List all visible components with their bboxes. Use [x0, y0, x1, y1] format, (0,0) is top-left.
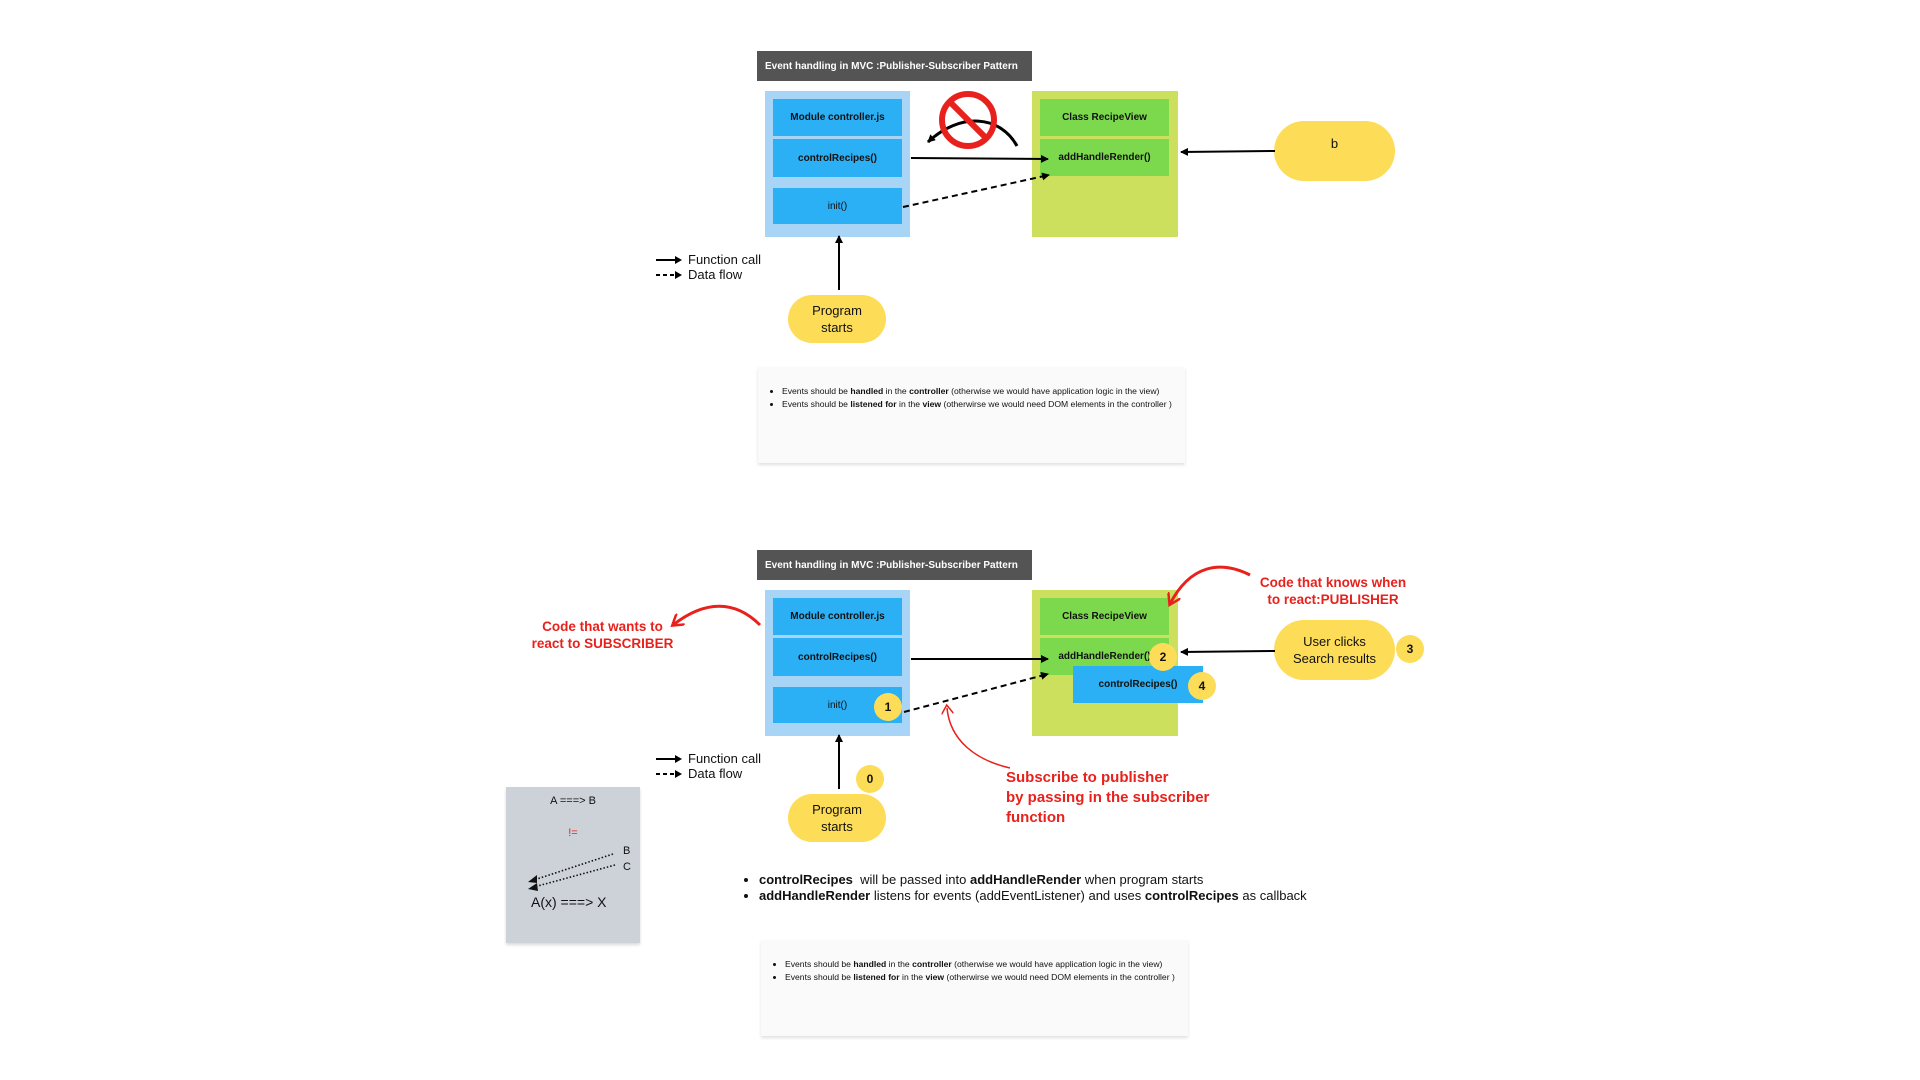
gray-card-c: C: [623, 861, 631, 873]
top-legend-data-flow: Data flow: [655, 267, 742, 282]
subscribe-label: Subscribe to publisher by passing in the…: [1006, 769, 1210, 826]
badge-4: 4: [1188, 672, 1216, 700]
top-init-box: init(): [773, 188, 902, 224]
top-note-line1: Events should be handled in the controll…: [782, 385, 1177, 398]
subscriber-label: Code that wants to react to SUBSCRIBER: [531, 619, 674, 651]
top-control-recipes-box: controlRecipes(): [773, 139, 902, 177]
bottom-program-starts-label: Program starts: [812, 802, 862, 834]
gray-card-bottom: A(x) ===> X: [531, 894, 607, 910]
top-legend-data-flow-label: Data flow: [688, 267, 743, 282]
dashed-arrow-icon: [656, 769, 682, 778]
bottom-note-line1: Events should be handled in the controll…: [785, 958, 1180, 971]
publisher-red-arrow: [1170, 565, 1251, 604]
bottom-user-clicks-label: User clicks Search results: [1292, 634, 1377, 666]
publisher-label: Code that knows when to react:PUBLISHER: [1259, 575, 1407, 607]
top-title-bar: Event handling in MVC :Publisher-Subscri…: [757, 51, 1032, 81]
top-pill-b-label: b: [1330, 136, 1339, 151]
bottom-callback-box: controlRecipes(): [1073, 666, 1203, 703]
bottom-explanation-bullets: controlRecipes will be passed into addHa…: [745, 872, 1345, 904]
top-program-starts-label: Program starts: [812, 303, 862, 335]
top-addhandlerender-box: addHandleRender(): [1040, 139, 1169, 176]
top-back-arrow: [926, 119, 1019, 147]
bottom-note-line2: Events should be listened for in the vie…: [785, 971, 1180, 984]
bottom-program-starts-pill: Program starts: [788, 794, 886, 842]
bottom-title-bar: Event handling in MVC :Publisher-Subscri…: [757, 550, 1032, 580]
top-note-line2: Events should be listened for in the vie…: [782, 398, 1177, 411]
top-legend-function-call-label: Function call: [688, 252, 761, 267]
badge-1: 1: [874, 693, 902, 721]
bottom-user-clicks-pill: User clicks Search results: [1274, 620, 1395, 680]
top-note-card: Events should be handled in the controll…: [758, 367, 1185, 463]
gray-card-dotted-arrows: [528, 853, 616, 891]
top-program-starts-pill: Program starts: [788, 295, 886, 343]
bottom-legend-data-flow-label: Data flow: [688, 766, 743, 781]
top-event-arrow: [1180, 147, 1276, 156]
top-pill-b: b: [1274, 121, 1395, 181]
bottom-legend-data-flow: Data flow: [655, 766, 742, 781]
no-entry-icon: [939, 91, 997, 149]
gray-card-neq: !=: [568, 827, 578, 839]
solid-arrow-icon: [656, 255, 682, 264]
gray-analogy-card: A ===> B != B C A(x) ===> X: [506, 787, 640, 943]
top-recipeview-box: Class RecipeView: [1040, 99, 1169, 136]
subscribe-red-arrow: [947, 708, 1011, 769]
bottom-module-box: Module controller.js: [773, 598, 902, 635]
bottom-event-arrow: [1180, 647, 1276, 656]
dashed-arrow-icon: [656, 270, 682, 279]
top-title: Event handling in MVC :Publisher-Subscri…: [765, 60, 1018, 72]
subscriber-red-arrow: [673, 604, 762, 625]
bottom-note-card: Events should be handled in the controll…: [761, 940, 1188, 1036]
bottom-legend-function-call-label: Function call: [688, 751, 761, 766]
bottom-legend-function-call: Function call: [655, 751, 761, 766]
top-module-box: Module controller.js: [773, 99, 902, 136]
bottom-title: Event handling in MVC :Publisher-Subscri…: [765, 559, 1018, 571]
bottom-dataflow-arrow: [903, 671, 1049, 713]
gray-card-top: A ===> B: [550, 795, 596, 807]
top-legend-function-call: Function call: [655, 252, 761, 267]
badge-0: 0: [856, 765, 884, 793]
bottom-recipeview-box: Class RecipeView: [1040, 598, 1169, 635]
gray-card-b: B: [623, 845, 631, 857]
top-dataflow-arrow: [902, 172, 1050, 208]
bottom-control-recipes-box: controlRecipes(): [773, 638, 902, 676]
badge-2: 2: [1149, 643, 1177, 671]
bullet-1: controlRecipes will be passed into addHa…: [759, 872, 1345, 888]
badge-3: 3: [1396, 635, 1424, 663]
solid-arrow-icon: [656, 754, 682, 763]
top-call-arrow: [910, 154, 1049, 163]
bullet-2: addHandleRender listens for events (addE…: [759, 888, 1345, 904]
